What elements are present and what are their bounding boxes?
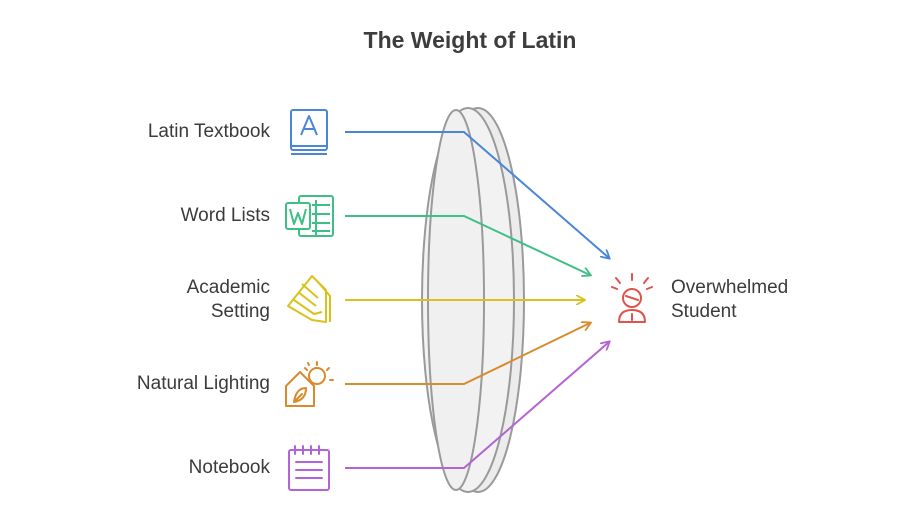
label-academic-setting: Academic Setting — [186, 277, 270, 322]
sun-house-icon — [285, 361, 334, 407]
arrow-latin-textbook — [345, 131, 609, 258]
label-notebook: Notebook — [188, 457, 270, 478]
notebook-icon — [288, 445, 330, 491]
label-natural-lighting: Natural Lighting — [136, 373, 270, 394]
book-icon — [290, 109, 328, 155]
label-word-lists: Word Lists — [180, 205, 270, 226]
stressed-person-icon — [611, 273, 653, 323]
arrow-notebook — [345, 342, 609, 469]
papers-icon — [287, 275, 331, 323]
arrow-natural-lighting — [345, 323, 590, 385]
word-document-icon — [285, 195, 334, 237]
label-latin-textbook: Latin Textbook — [147, 121, 270, 142]
diagram-title: The Weight of Latin — [363, 27, 577, 53]
label-overwhelmed-student: Overwhelmed Student — [671, 277, 789, 322]
arrow-word-lists — [345, 215, 590, 275]
